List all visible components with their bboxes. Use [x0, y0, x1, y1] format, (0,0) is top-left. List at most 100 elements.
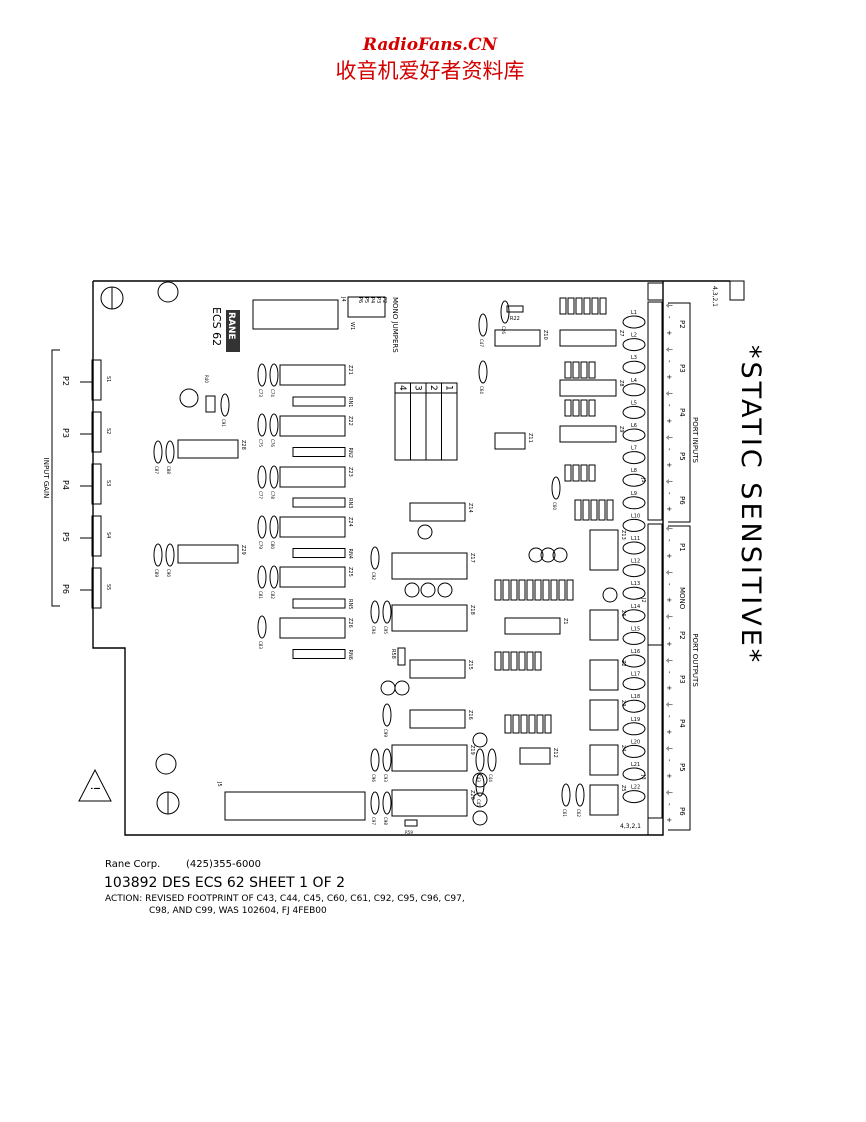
capacitor-c93 [382, 748, 392, 772]
component-label: Z4 [620, 745, 626, 752]
pin-ground: ⏚ [665, 390, 673, 397]
pin-ground: ⏚ [665, 745, 673, 752]
resistor [564, 361, 572, 379]
resistor [494, 579, 502, 601]
component-label: L8 [631, 468, 637, 474]
resistor [558, 579, 566, 601]
gain-switch-s5[interactable] [91, 567, 102, 609]
component-label: Z9 [618, 426, 624, 433]
coil-l2 [622, 338, 646, 352]
component-label: L1 [631, 310, 637, 316]
component-label: C93 [383, 774, 388, 782]
resistor [590, 499, 598, 521]
ic-z21 [279, 364, 346, 386]
pin-minus: - [665, 360, 673, 363]
capacitor-c74 [269, 363, 279, 387]
gain-switch-s3[interactable] [91, 463, 102, 505]
dip-position-4: 4 [397, 385, 407, 391]
resistor [502, 579, 510, 601]
component-label: C90 [166, 569, 171, 577]
warning-triangle-icon [78, 768, 112, 802]
resistor [544, 714, 552, 734]
drawing-title: 103892 DES ECS 62 SHEET 1 OF 2 [104, 875, 345, 891]
ic-z6 [589, 609, 619, 641]
pin-plus: + [665, 506, 673, 512]
rane-logo-text: RANE [226, 312, 236, 340]
component-label: RN6 [347, 650, 353, 660]
port-output-p3: P3 [678, 675, 686, 684]
component-label: L22 [631, 785, 640, 791]
resistor-array-rn5 [292, 598, 346, 609]
port-output-p6: P6 [678, 807, 686, 816]
component-label: Z8 [618, 380, 624, 387]
ic-z10 [494, 329, 541, 347]
capacitor-c78 [269, 465, 279, 489]
pin-plus: + [665, 597, 673, 603]
capacitor-c80 [269, 515, 279, 539]
resistor-array-rn6 [292, 649, 346, 659]
component-label: C62 [576, 809, 581, 817]
resistor [598, 499, 606, 521]
port-output-mono: MONO [678, 587, 686, 610]
capacitor-c87 [153, 440, 163, 464]
component-label: Z18 [469, 605, 475, 615]
ic-z24 [279, 516, 346, 538]
coil-l3 [622, 360, 646, 374]
component-label: C80 [270, 541, 275, 549]
resistor [520, 714, 528, 734]
input-gain-bracket [51, 349, 60, 607]
component-label: C43 [476, 774, 481, 782]
connector-j5 [224, 791, 366, 821]
resistor [588, 399, 596, 417]
mounting-hole [155, 753, 177, 775]
component-label: C61 [562, 809, 567, 817]
gain-switch-s4[interactable] [91, 515, 102, 557]
component-label: C77 [258, 491, 263, 499]
resistor [536, 714, 544, 734]
pin-minus: - [665, 715, 673, 718]
electrolytic-capacitor [417, 524, 433, 540]
coil-l13 [622, 586, 646, 600]
pin-plus: + [665, 641, 673, 647]
pin-minus: - [665, 539, 673, 542]
capacitor-c82 [269, 565, 279, 589]
ic-z1 [504, 617, 561, 635]
board-model: ECS 62 [210, 307, 223, 346]
electrolytic-capacitor [472, 792, 488, 808]
coil-l22 [622, 790, 646, 804]
component-label: S3 [105, 480, 111, 486]
capacitor-c64 [478, 360, 488, 384]
coil-l15 [622, 631, 646, 645]
gain-switch-s1[interactable] [91, 359, 102, 401]
component-label: C87 [154, 466, 159, 474]
coil-l12 [622, 564, 646, 578]
capacitor-c75 [257, 413, 267, 437]
resistor [534, 651, 542, 671]
gain-switch-s2[interactable] [91, 411, 102, 453]
electrolytic-capacitor [472, 810, 488, 826]
connector-j1 [647, 301, 663, 521]
ic-z2 [589, 659, 619, 691]
component-label: C45 [476, 799, 481, 807]
resistor-r58 [397, 647, 406, 666]
coil-l9 [622, 496, 646, 510]
component-label: S4 [105, 532, 111, 538]
component-label: Z5 [620, 785, 626, 792]
electrolytic-capacitor [472, 732, 488, 748]
coil-l1 [622, 315, 646, 329]
action-line-2: C98, AND C99, WAS 102604, FJ 4FEB00 [149, 906, 327, 916]
resistor-array-rn1 [292, 396, 346, 407]
port-input-p5: P5 [678, 452, 686, 461]
component-label: L15 [631, 626, 640, 632]
component-label: L20 [631, 739, 640, 745]
component-label: C79 [258, 541, 263, 549]
component-label: C75 [258, 439, 263, 447]
pin-ground: ⏚ [665, 613, 673, 620]
ic-z16 [409, 709, 466, 729]
resistor [591, 297, 599, 315]
ic-z17 [391, 552, 468, 580]
mounting-hole [157, 281, 179, 303]
connector-j4 [252, 299, 339, 330]
